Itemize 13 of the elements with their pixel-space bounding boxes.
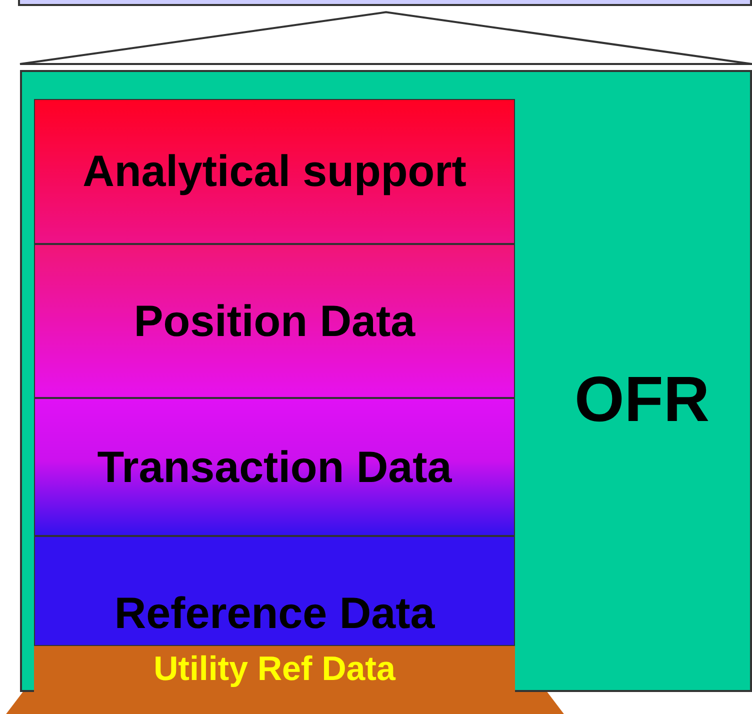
layer-label: Analytical support <box>82 147 468 198</box>
roof-triangle <box>20 10 752 64</box>
layer-block <box>34 536 515 646</box>
building-block <box>20 70 752 692</box>
layer-label: Position Data <box>132 296 416 347</box>
building-label: OFR <box>573 362 711 436</box>
layer-block <box>34 99 515 244</box>
layer-block <box>34 398 515 536</box>
layer-block <box>34 244 515 398</box>
layer-label: Utility Ref Data <box>152 650 397 690</box>
utility-layer-block <box>34 646 515 694</box>
layer-label: Reference Data <box>113 589 436 639</box>
layer-label: Transaction Data <box>96 442 453 493</box>
